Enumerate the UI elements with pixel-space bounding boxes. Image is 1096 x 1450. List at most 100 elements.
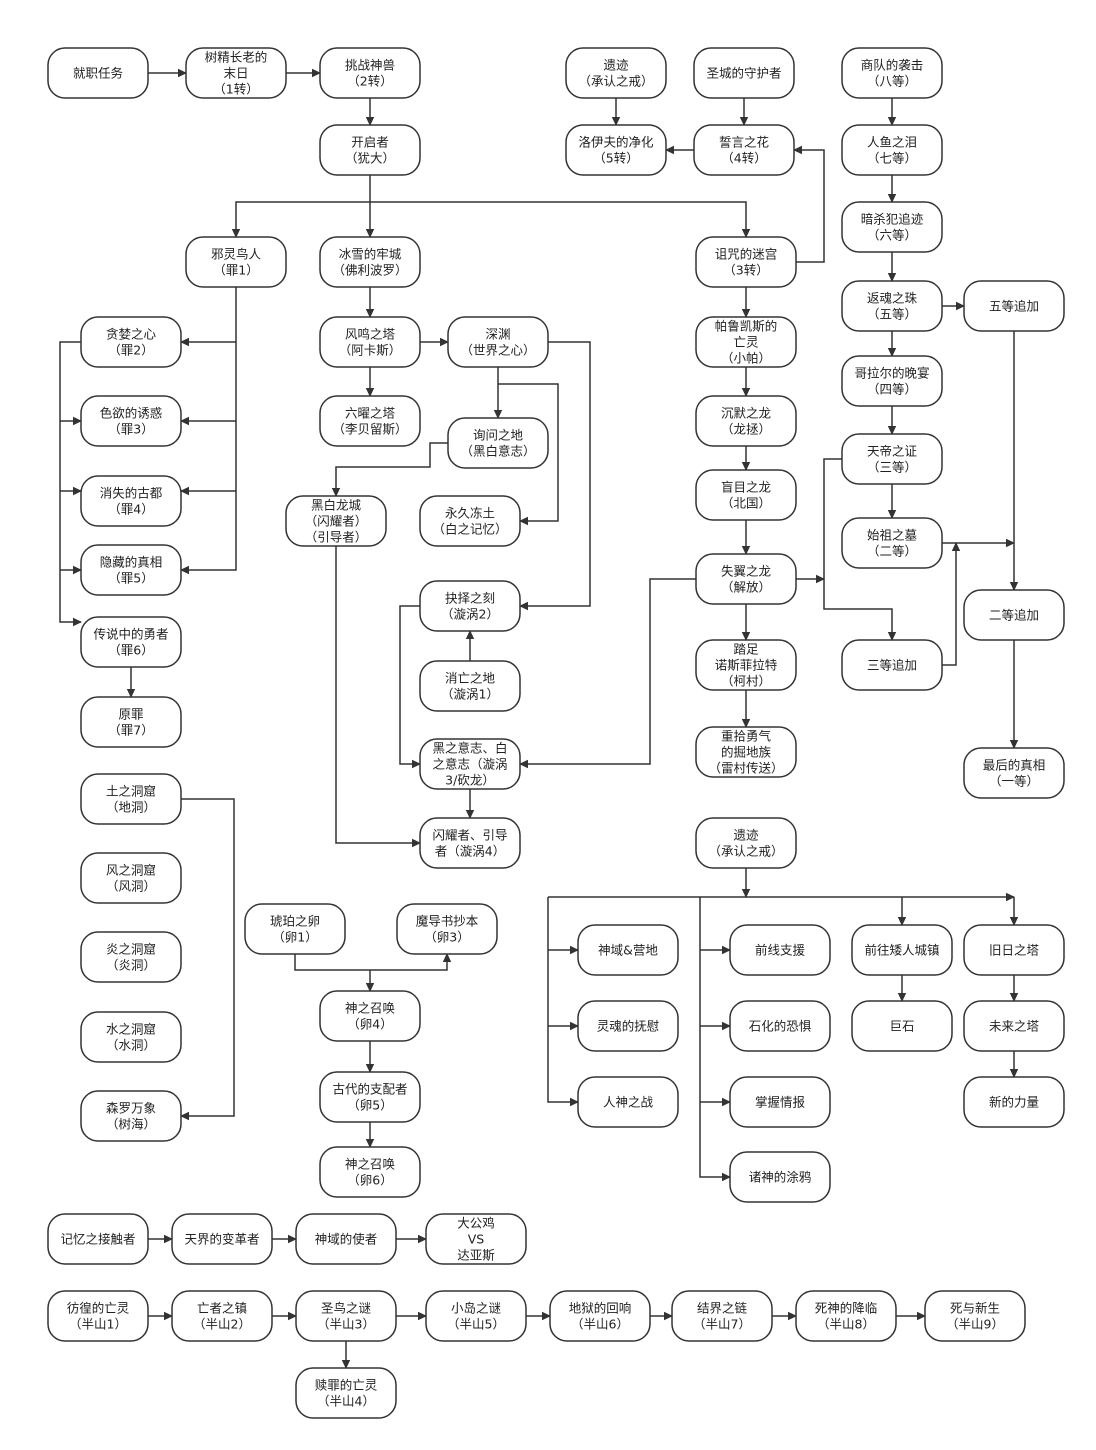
connector-arrow: [231, 175, 371, 238]
quest-node: 琥珀之卵（卵1）: [244, 903, 346, 955]
quest-node-label: 消失的古都: [100, 486, 163, 501]
quest-node-box: [244, 903, 346, 955]
quest-node-label: 重拾勇气: [721, 729, 772, 744]
quest-node: 二等追加: [963, 589, 1065, 641]
quest-node-label: （炎洞）: [106, 958, 156, 973]
quest-node-label: 彷徨的亡灵: [67, 1301, 130, 1316]
quest-node-box: [963, 924, 1065, 976]
quest-node: 魔导书抄本（卵3）: [396, 903, 498, 955]
quest-node-box: [695, 553, 797, 605]
quest-node-box: [419, 817, 521, 869]
quest-node-label: 死与新生: [950, 1301, 1000, 1316]
quest-node-label: （半山8）: [817, 1317, 875, 1332]
quest-node-label: （半山2）: [193, 1317, 251, 1332]
quest-node-label: （世界之心）: [460, 343, 535, 358]
quest-node: 圣城的守护者: [693, 47, 795, 99]
quest-node-box: [319, 124, 421, 176]
quest-node-label: 末日: [223, 66, 248, 81]
quest-node: 暗杀犯追迹（六等）: [841, 201, 943, 253]
quest-node-label: 巨石: [889, 1019, 914, 1034]
quest-node-box: [565, 124, 667, 176]
connector-arrow: [547, 897, 579, 1107]
quest-node: 人神之战: [577, 1076, 679, 1128]
quest-node-box: [425, 1213, 527, 1265]
quest-node: 死与新生（半山9）: [924, 1290, 1026, 1342]
quest-node-label: （柯村）: [721, 674, 771, 689]
quest-node-label: 炎之洞窟: [106, 942, 156, 957]
quest-node-label: （水洞）: [106, 1038, 156, 1053]
quest-node: 水之洞窟（水洞）: [80, 1011, 182, 1063]
quest-node: 天界的变革者: [171, 1213, 273, 1265]
quest-node-label: 风鸣之塔: [345, 327, 396, 342]
connector-arrow: [519, 578, 696, 769]
quest-node-label: （罪3）: [108, 422, 153, 437]
quest-node: 深渊（世界之心）: [447, 316, 549, 368]
quest-node-label: 商队的袭击: [861, 58, 924, 73]
quest-node-box: [841, 433, 943, 485]
quest-node-label: 冰雪的牢城: [339, 247, 402, 262]
quest-node: 记忆之接触者: [47, 1213, 149, 1265]
quest-node-label: 诸神的涂鸦: [749, 1170, 812, 1185]
quest-node-label: （风洞）: [106, 879, 156, 894]
connector-arrow: [370, 201, 751, 238]
quest-node-label: 大公鸡: [457, 1216, 495, 1231]
quest-node-label: 诺斯菲拉特: [715, 658, 778, 673]
quest-node-label: （半山9）: [946, 1317, 1004, 1332]
quest-node-label: 神域&营地: [598, 943, 658, 958]
quest-node: 黑白龙城（闪耀者）（引导者）: [285, 495, 387, 547]
quest-node-label: 黑白龙城: [311, 498, 362, 513]
quest-node-label: 贪婪之心: [106, 327, 157, 342]
quest-node-label: （卵5）: [347, 1098, 392, 1113]
quest-node-label: 遗迹: [733, 828, 759, 843]
quest-node-box: [795, 1290, 897, 1342]
quest-node-box: [841, 47, 943, 99]
quest-node-box: [963, 747, 1065, 799]
quest-node-box: [963, 1076, 1065, 1128]
quest-node-label: （罪7）: [108, 723, 153, 738]
quest-node-label: 未来之塔: [989, 1019, 1040, 1034]
quest-node-box: [695, 395, 797, 447]
quest-node-label: 隐藏的真相: [100, 555, 163, 570]
quest-node-box: [47, 47, 149, 99]
quest-node-box: [963, 589, 1065, 641]
quest-node-box: [80, 773, 182, 825]
quest-node-box: [80, 696, 182, 748]
quest-node-label: （树海）: [106, 1117, 156, 1132]
quest-node-label: 圣鸟之谜: [321, 1301, 372, 1316]
quest-node: 前线支援: [729, 924, 831, 976]
quest-node-label: （地洞）: [106, 800, 156, 815]
quest-node-label: 森罗万象: [106, 1101, 156, 1116]
quest-node-box: [924, 1290, 1026, 1342]
quest-node: 灵魂的抚慰: [577, 1000, 679, 1052]
quest-node-label: 的掘地族: [721, 745, 772, 760]
quest-node-box: [319, 395, 421, 447]
quest-node-box: [671, 1290, 773, 1342]
quest-node: 神之召唤（卵6）: [319, 1146, 421, 1198]
quest-node: 石化的恐惧: [729, 1000, 831, 1052]
quest-node-box: [841, 201, 943, 253]
quest-node-label: 神之召唤: [345, 1157, 396, 1172]
quest-node: 失翼之龙（解放）: [695, 553, 797, 605]
quest-node: 冰雪的牢城（佛利波罗）: [319, 236, 421, 288]
quest-node-label: 石化的恐惧: [749, 1019, 812, 1034]
quest-node: 掌握情报: [729, 1076, 831, 1128]
quest-node-label: （4转）: [721, 151, 766, 166]
quest-node-label: （漩涡1）: [441, 687, 499, 702]
quest-node-box: [695, 817, 797, 869]
connector-arrow: [793, 145, 825, 263]
quest-node-label: （犹大）: [345, 151, 395, 166]
quest-node-label: 最后的真相: [983, 758, 1046, 773]
quest-node-box: [80, 544, 182, 596]
quest-node: 返魂之珠（五等）: [841, 280, 943, 332]
quest-node-box: [80, 852, 182, 904]
quest-node: 始祖之墓（二等）: [841, 517, 943, 569]
quest-node: 小岛之谜（半山5）: [425, 1290, 527, 1342]
quest-node-label: （雷村传送）: [708, 761, 783, 776]
quest-node: 挑战神兽（2转）: [319, 47, 421, 99]
quest-node-label: （罪5）: [108, 571, 153, 586]
quest-node-label: 传说中的勇者: [93, 627, 168, 642]
quest-node-box: [851, 1000, 953, 1052]
quest-node-label: （北国）: [721, 496, 771, 511]
quest-node-box: [565, 47, 667, 99]
